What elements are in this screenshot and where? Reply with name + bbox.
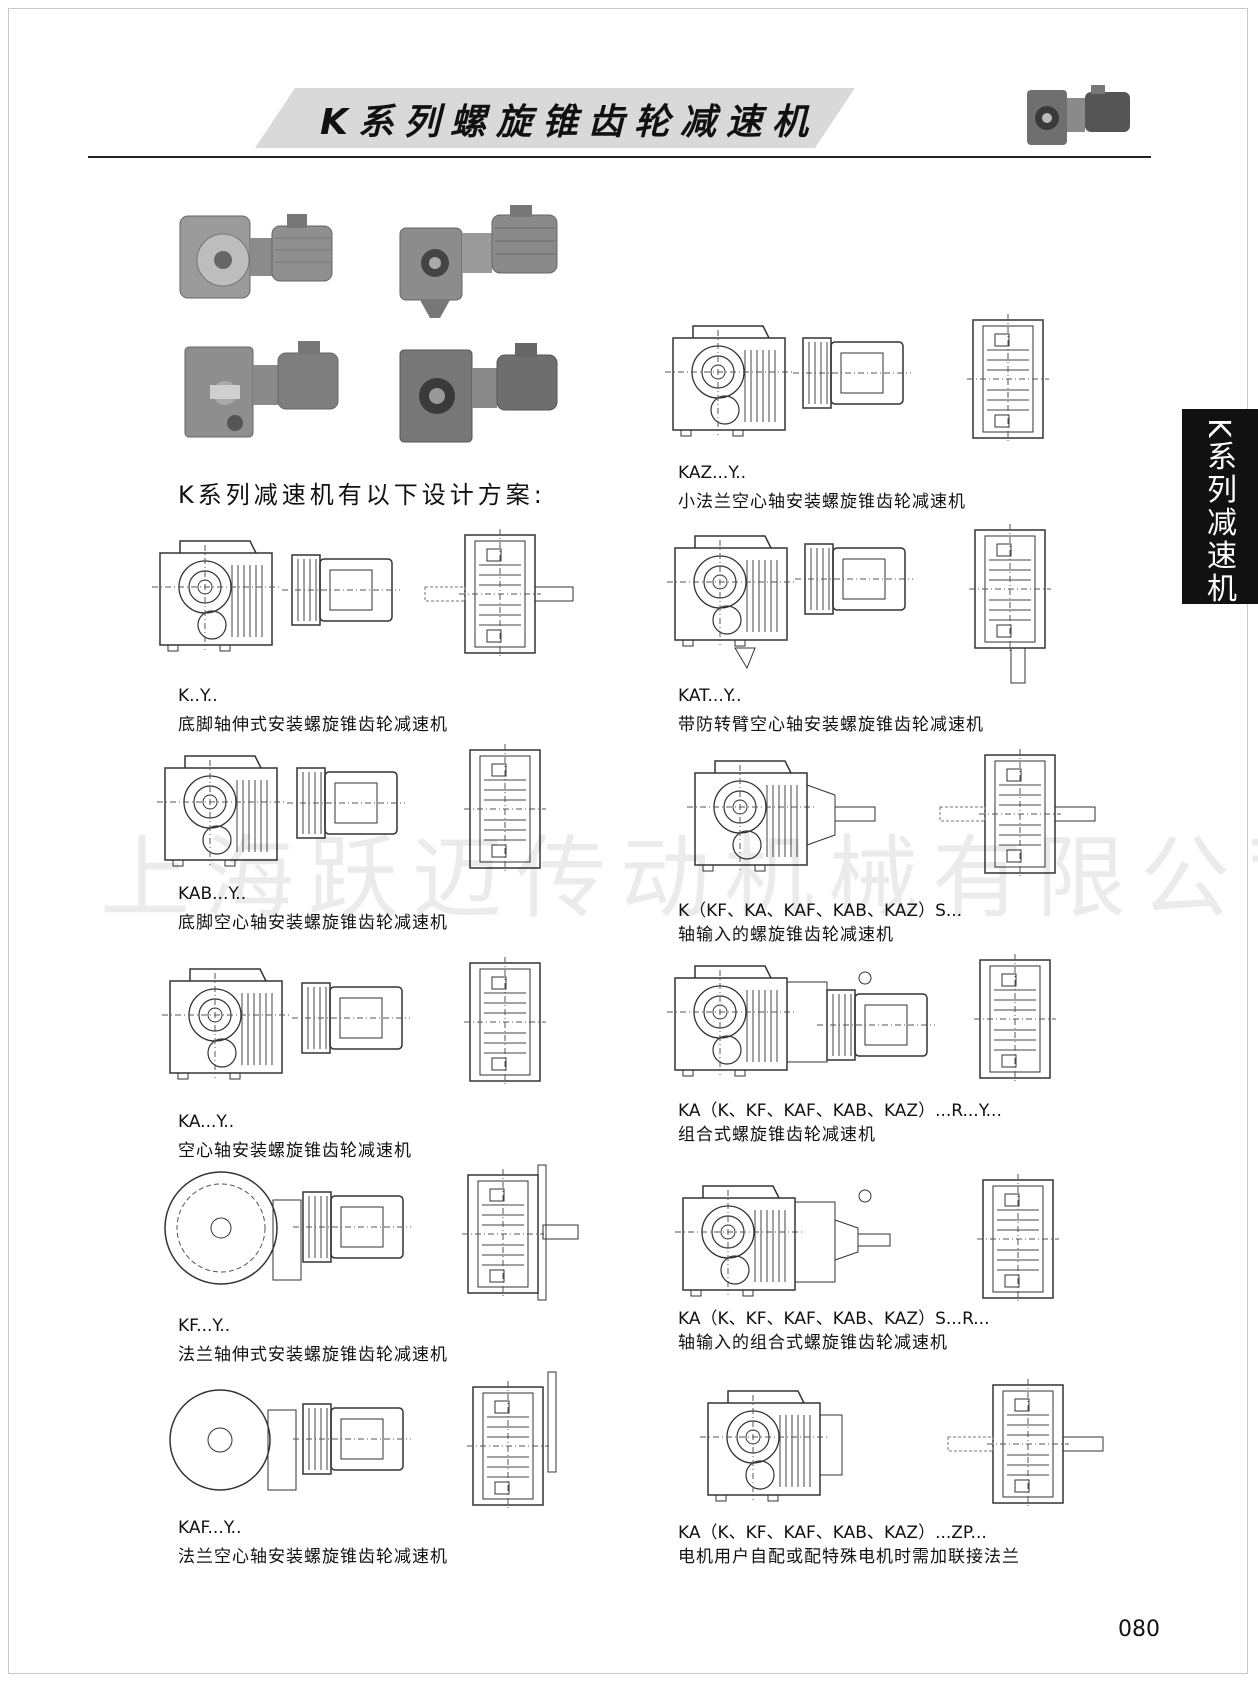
- section-tab: [1182, 409, 1258, 604]
- gearbox-photo-4: [399, 343, 558, 443]
- section-tab-label: K系列减速机: [1201, 418, 1236, 606]
- drawing-kf-y: [164, 1164, 579, 1301]
- right-item-1-code: KAZ...Y..: [678, 463, 747, 483]
- drawing-k-y: [151, 528, 574, 660]
- left-item-5-code: KAF...Y..: [178, 1518, 242, 1538]
- drawing-ka-r-y: [666, 953, 1057, 1085]
- header-gearbox-photo: [1027, 85, 1130, 145]
- right-item-6-code: KA（K、KF、KAF、KAB、KAZ）...ZP...: [678, 1523, 987, 1543]
- gearbox-photo-1: [179, 214, 333, 299]
- left-item-1-desc: 底脚轴伸式安装螺旋锥齿轮减速机: [178, 715, 448, 735]
- drawing-k-s: [686, 748, 1096, 880]
- intro-text: K系列减速机有以下设计方案:: [178, 481, 546, 509]
- left-item-5-desc: 法兰空心轴安装螺旋锥齿轮减速机: [178, 1547, 448, 1567]
- right-item-5-desc: 轴输入的组合式螺旋锥齿轮减速机: [678, 1333, 948, 1353]
- right-item-3-code: K（KF、KA、KAF、KAB、KAZ）S...: [678, 901, 963, 921]
- left-item-3-code: KA...Y..: [178, 1112, 235, 1132]
- right-item-6-desc: 电机用户自配或配特殊电机时需加联接法兰: [678, 1547, 1020, 1567]
- left-item-4-desc: 法兰轴伸式安装螺旋锥齿轮减速机: [178, 1345, 448, 1365]
- header-rule: [88, 156, 1151, 158]
- right-item-2-desc: 带防转臂空心轴安装螺旋锥齿轮减速机: [678, 715, 984, 735]
- drawing-ka-s-r: [674, 1173, 1060, 1305]
- page-frame: [8, 8, 1248, 1674]
- drawing-kat-y: [666, 523, 1052, 684]
- left-item-4-code: KF...Y..: [178, 1316, 231, 1336]
- page-title: K系列螺旋锥齿轮减速机: [320, 102, 818, 143]
- drawing-ka-zp: [699, 1378, 1104, 1510]
- right-item-2-code: KAT...Y..: [678, 686, 742, 706]
- right-item-4-desc: 组合式螺旋锥齿轮减速机: [678, 1125, 876, 1145]
- page-number: 080: [1118, 1617, 1160, 1642]
- drawing-kaz-y: [664, 313, 1050, 445]
- left-item-2-desc: 底脚空心轴安装螺旋锥齿轮减速机: [178, 913, 448, 933]
- right-item-1-desc: 小法兰空心轴安装螺旋锥齿轮减速机: [678, 492, 966, 512]
- left-item-3-desc: 空心轴安装螺旋锥齿轮减速机: [178, 1141, 412, 1161]
- left-item-1-code: K..Y..: [178, 686, 218, 706]
- drawing-kaf-y: [169, 1371, 557, 1512]
- right-item-5-code: KA（K、KF、KAF、KAB、KAZ）S...R...: [678, 1309, 990, 1329]
- right-item-3-desc: 轴输入的螺旋锥齿轮减速机: [678, 925, 894, 945]
- gearbox-photo-2: [399, 205, 558, 318]
- left-item-2-code: KAB...Y..: [178, 884, 247, 904]
- drawing-ka-y: [161, 956, 547, 1088]
- gearbox-photo-3: [184, 341, 339, 438]
- title-ribbon: [255, 88, 855, 148]
- watermark: 上海跃迈传动机械有限公司: [100, 826, 1258, 931]
- right-item-4-code: KA（K、KF、KAF、KAB、KAZ）...R...Y...: [678, 1101, 1002, 1121]
